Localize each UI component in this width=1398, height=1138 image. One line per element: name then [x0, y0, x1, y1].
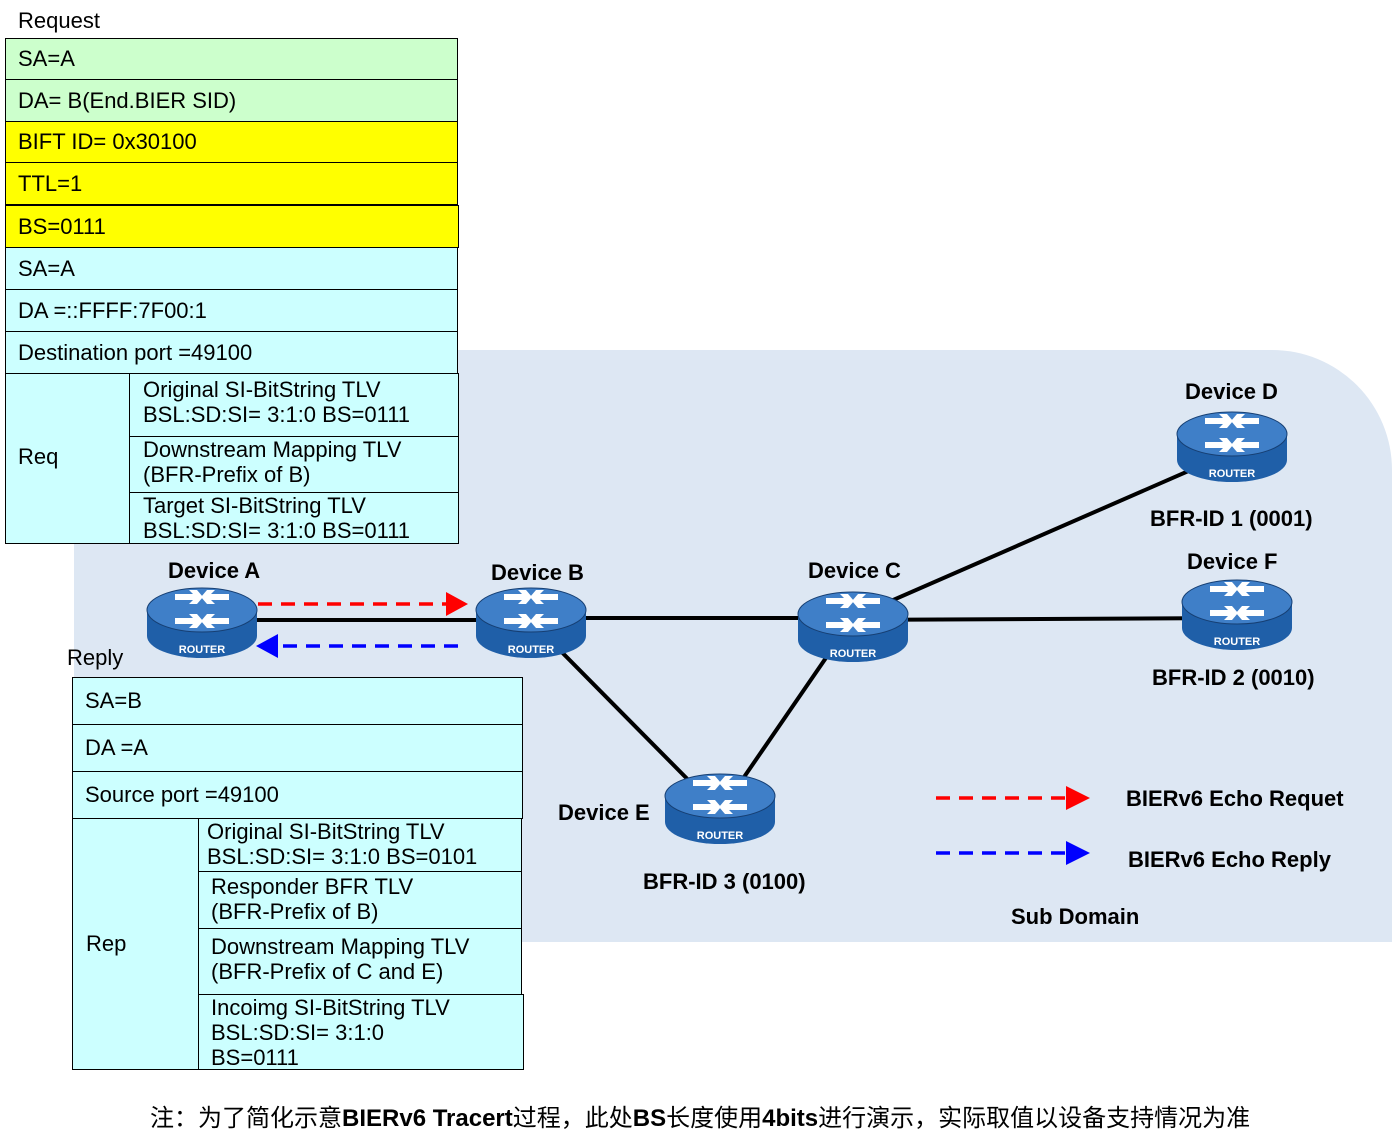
legend-reply-label: BIERv6 Echo Reply — [1128, 847, 1331, 872]
sub-domain-label: Sub Domain — [1011, 904, 1140, 929]
request-row: BS=0111 — [5, 205, 459, 248]
device-a-label: Device A — [168, 558, 261, 583]
device-d-bfr-id: BFR-ID 1 (0001) — [1150, 506, 1313, 531]
request-row: BIFT ID= 0x30100 — [5, 121, 458, 163]
request-row: TTL=1 — [5, 162, 458, 205]
note-text: 注：为了简化示意 — [150, 1104, 342, 1132]
tlv-name: Downstream Mapping TLV — [143, 437, 402, 462]
request-group-label: Req — [5, 373, 130, 544]
router-badge: ROUTER — [179, 644, 226, 656]
tlv-name: Original SI-BitString TLV — [207, 819, 445, 844]
router-badge: ROUTER — [508, 644, 555, 656]
device-e-label: Device E — [558, 800, 650, 825]
router-badge: ROUTER — [1214, 636, 1261, 648]
note-text: 过程，此处 — [512, 1104, 633, 1132]
tlv-name: Incoimg SI-BitString TLV — [211, 995, 450, 1020]
device-f-bfr-id: BFR-ID 2 (0010) — [1152, 665, 1315, 690]
note-text: 4bits — [762, 1105, 819, 1132]
tlv-value: (BFR-Prefix of B) — [143, 462, 311, 487]
legend-request-label: BIERv6 Echo Requet — [1126, 786, 1344, 811]
router-icon[interactable]: ROUTER — [663, 766, 777, 850]
router-badge: ROUTER — [1209, 468, 1256, 480]
tlv-value: BS=0111 — [211, 1045, 299, 1070]
reply-group-label: Rep — [72, 818, 199, 1070]
tlv-value: (BFR-Prefix of B) — [211, 899, 379, 924]
router-icon[interactable]: ROUTER — [1180, 572, 1294, 656]
device-c-label: Device C — [808, 558, 901, 583]
request-tlv: Original SI-BitString TLV BSL:SD:SI= 3:1… — [129, 373, 459, 437]
request-title: Request — [18, 8, 100, 33]
device-e-bfr-id: BFR-ID 3 (0100) — [643, 869, 806, 894]
request-row: DA =::FFFF:7F00:1 — [5, 289, 458, 332]
request-row: DA= B(End.BIER SID) — [5, 79, 458, 122]
router-icon[interactable]: ROUTER — [145, 580, 259, 664]
request-row: Destination port =49100 — [5, 331, 458, 374]
reply-title: Reply — [67, 645, 124, 670]
device-d-label: Device D — [1185, 379, 1278, 404]
router-badge: ROUTER — [697, 830, 744, 842]
router-icon[interactable]: ROUTER — [796, 584, 910, 668]
legend-reply-arrowhead — [1066, 841, 1090, 865]
router-badge: ROUTER — [830, 648, 877, 660]
note-text: 进行演示，实际取值以设备支持情况为准 — [818, 1104, 1251, 1132]
request-tlv: Target SI-BitString TLV BSL:SD:SI= 3:1:0… — [129, 492, 459, 544]
note-text: 长度使用 — [666, 1104, 763, 1132]
reply-row: Source port =49100 — [72, 771, 523, 819]
device-f-label: Device F — [1187, 549, 1278, 574]
request-tlv: Downstream Mapping TLV (BFR-Prefix of B) — [129, 436, 459, 493]
tlv-name: Responder BFR TLV — [211, 874, 414, 899]
reply-tlv: Responder BFR TLV (BFR-Prefix of B) — [198, 871, 522, 929]
reply-tlv: Incoimg SI-BitString TLV BSL:SD:SI= 3:1:… — [198, 994, 524, 1070]
reply-row: DA =A — [72, 724, 523, 772]
reply-tlv: Original SI-BitString TLV BSL:SD:SI= 3:1… — [198, 818, 522, 872]
tlv-value: BSL:SD:SI= 3:1:0 BS=0101 — [207, 844, 478, 869]
router-icon[interactable]: ROUTER — [1175, 404, 1289, 488]
tlv-value: BSL:SD:SI= 3:1:0 BS=0111 — [143, 518, 411, 543]
link-c-d — [851, 450, 1233, 620]
request-row: SA=A — [5, 247, 458, 290]
tlv-value: (BFR-Prefix of C and E) — [211, 959, 444, 984]
device-b-label: Device B — [491, 560, 584, 585]
link-c-f — [851, 616, 1237, 622]
tlv-name: Target SI-BitString TLV — [143, 493, 366, 518]
tlv-name: Original SI-BitString TLV — [143, 377, 381, 402]
echo-reply-arrowhead — [256, 634, 278, 658]
note-text: BS — [632, 1105, 667, 1132]
tlv-name: Downstream Mapping TLV — [211, 934, 470, 959]
router-icon[interactable]: ROUTER — [474, 580, 588, 664]
request-row: SA=A — [5, 38, 458, 80]
footnote: 注：为了简化示意BIERv6 Tracert过程，此处BS长度使用4bits进行… — [150, 1098, 1250, 1133]
echo-request-arrowhead — [446, 592, 468, 616]
reply-row: SA=B — [72, 677, 523, 725]
legend-request-arrowhead — [1066, 786, 1090, 810]
reply-tlv: Downstream Mapping TLV (BFR-Prefix of C … — [198, 928, 522, 995]
tlv-value: BSL:SD:SI= 3:1:0 — [211, 1020, 385, 1045]
tlv-value: BSL:SD:SI= 3:1:0 BS=0111 — [143, 402, 411, 427]
note-text: BIERv6 Tracert — [342, 1105, 513, 1132]
